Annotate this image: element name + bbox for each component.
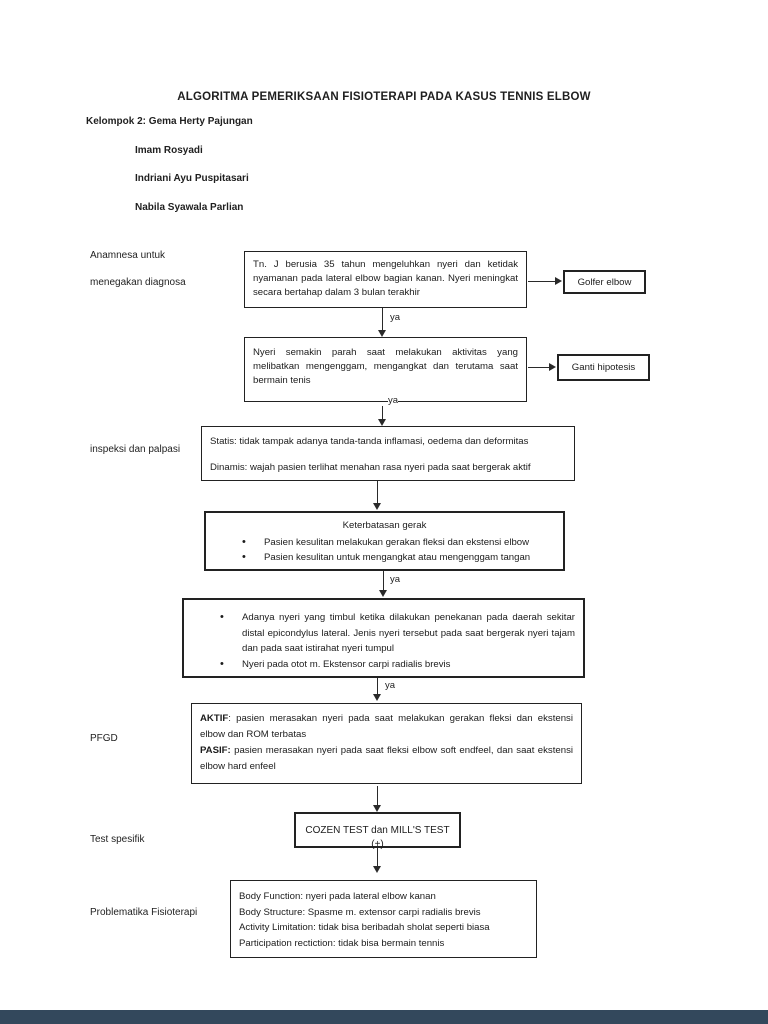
- golfer-elbow-box: Golfer elbow: [563, 270, 646, 294]
- arrow-down-3: [373, 481, 382, 510]
- member-name: Gema Herty Pajungan: [148, 116, 253, 127]
- member-name: Nabila Syawala Parlian: [135, 201, 244, 213]
- group-line: Kelompok 2: Gema Herty Pajungan: [86, 116, 253, 127]
- inspeksi-palpasi-box: Statis: tidak tampak adanya tanda-tanda …: [201, 426, 575, 481]
- label-problematika: Problematika Fisioterapi: [90, 907, 198, 918]
- ya-label-4: ya: [385, 680, 396, 691]
- problematika-box: Body Function: nyeri pada lateral elbow …: [230, 880, 537, 958]
- viewer-footer-bar: [0, 1010, 768, 1024]
- member-name: Indriani Ayu Puspitasari: [135, 173, 249, 184]
- aktif-label: AKTIF: [200, 713, 229, 724]
- body-structure-line: Body Structure: Spasme m. extensor carpi…: [239, 906, 481, 918]
- arrow-down-5: [373, 678, 382, 701]
- dinamis-line: Dinamis: wajah pasien terlihat menahan r…: [210, 462, 531, 473]
- body-function-line: Body Function: nyeri pada lateral elbow …: [239, 891, 436, 902]
- anamnesis-box: Tn. J berusia 35 tahun mengeluhkan nyeri…: [244, 251, 527, 308]
- activity-limitation-line: Activity Limitation: tidak bisa beribada…: [239, 922, 490, 933]
- palpasi-bullet-list: Adanya nyeri yang timbul ketika dilakuka…: [192, 610, 575, 672]
- pasif-text: pasien merasakan nyeri pada saat fleksi …: [200, 745, 573, 772]
- arrow-down-6: [373, 786, 382, 812]
- group-label: Kelompok 2:: [86, 116, 147, 127]
- keterbatasan-bullet-list: Pasien kesulitan melakukan gerakan fleks…: [214, 535, 555, 565]
- member-name: Imam Rosyadi: [135, 144, 203, 156]
- arrow-right-golfer: [528, 277, 562, 286]
- cozen-mills-test-box: COZEN TEST dan MILL'S TEST (+): [294, 812, 461, 850]
- keterbatasan-gerak-box: Keterbatasan gerak Pasien kesulitan mela…: [204, 511, 565, 571]
- label-anamnesa-line2: menegakan diagnosa: [90, 277, 186, 288]
- bullet-item: Adanya nyeri yang timbul ketika dilakuka…: [192, 610, 575, 657]
- pasif-label: PASIF:: [200, 745, 231, 756]
- label-pfgd: PFGD: [90, 733, 118, 744]
- aktif-text: : pasien merasakan nyeri pada saat melak…: [200, 713, 573, 740]
- ganti-hipotesis-box: Ganti hipotesis: [557, 354, 650, 381]
- author-block: Kelompok 2: Gema Herty Pajungan Imam Ros…: [86, 116, 253, 230]
- bullet-item: Pasien kesulitan untuk mengangkat atau m…: [214, 550, 555, 565]
- arrow-down-7: [373, 848, 382, 873]
- statis-line: Statis: tidak tampak adanya tanda-tanda …: [210, 436, 529, 447]
- keterbatasan-title: Keterbatasan gerak: [342, 520, 427, 531]
- ya-label-3: ya: [390, 574, 401, 585]
- nyeri-penekanan-box: Adanya nyeri yang timbul ketika dilakuka…: [182, 598, 585, 678]
- ya-label-2: ya: [388, 395, 399, 406]
- page-title: ALGORITMA PEMERIKSAAN FISIOTERAPI PADA K…: [177, 91, 591, 103]
- label-inspeksi-palpasi: inspeksi dan palpasi: [90, 444, 181, 455]
- arrow-right-ganti: [528, 363, 556, 372]
- label-test-spesifik: Test spesifik: [90, 834, 145, 845]
- participation-line: Participation rectiction: tidak bisa ber…: [239, 937, 445, 949]
- arrow-down-1: [378, 308, 387, 337]
- aggravating-activity-box: Nyeri semakin parah saat melakukan aktiv…: [244, 337, 527, 402]
- label-anamnesa-line1: Anamnesa untuk: [90, 250, 166, 261]
- arrow-down-2: [378, 406, 387, 426]
- pfgd-box: AKTIF: pasien merasakan nyeri pada saat …: [191, 703, 582, 784]
- arrow-down-4: [379, 571, 388, 597]
- bullet-item: Pasien kesulitan melakukan gerakan fleks…: [214, 535, 555, 550]
- bullet-item: Nyeri pada otot m. Ekstensor carpi radia…: [192, 657, 575, 673]
- ya-label-1: ya: [390, 312, 401, 323]
